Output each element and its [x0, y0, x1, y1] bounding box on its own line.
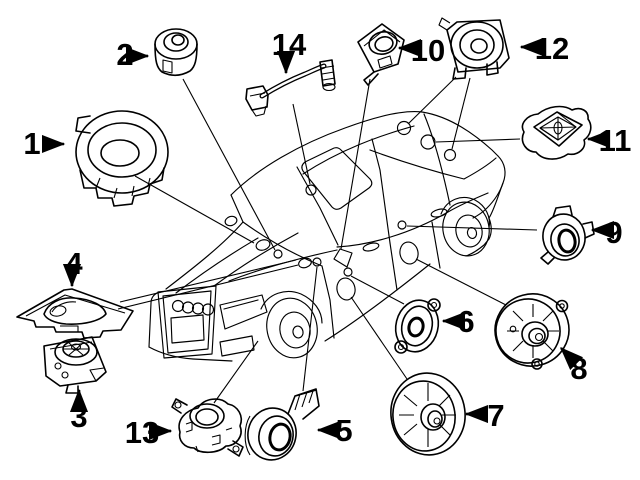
part-9-rear-door-tweeter: [540, 205, 595, 265]
leader-line-13: [213, 340, 259, 404]
front-door-woofer-hole: [336, 277, 356, 301]
callout-1: 1: [23, 126, 66, 161]
part-2-small-tweeter: [154, 28, 198, 77]
dash-speaker-hole-left: [224, 215, 238, 227]
leader-line-4a: [119, 259, 297, 303]
part-4-dash-grille-panel: [16, 288, 134, 339]
callout-7: 7: [464, 398, 505, 433]
front-door-handle: [362, 242, 380, 252]
leader-line-5: [302, 266, 318, 392]
front-wheel: [266, 297, 318, 359]
part-12-rear-deck-speaker: [438, 17, 510, 80]
front-door-tweeter-hole: [343, 267, 353, 277]
dash-speaker-hole-right: [298, 257, 312, 269]
deck-speaker-hole-center: [420, 134, 436, 150]
roof-speaker-hole: [305, 184, 317, 196]
callout-5: 5: [316, 413, 353, 448]
callout-2-label: 2: [116, 37, 133, 72]
part-1-dash-center-speaker: [75, 110, 169, 207]
part-5-speaker-with-mount-arm: [244, 388, 320, 461]
callout-11-label: 11: [599, 123, 632, 158]
callout-11: 11: [586, 123, 632, 158]
leader-line-4b: [117, 264, 299, 310]
callout-13-label: 13: [125, 415, 159, 450]
callout-12: 12: [519, 31, 569, 66]
leader-line-9: [406, 225, 538, 231]
part-6-midrange-plate: [394, 298, 441, 354]
leader-line-14: [292, 103, 311, 185]
part-7-spokes: [399, 383, 456, 447]
part-8-spokes: [507, 304, 559, 358]
rear-door-tweeter-hole: [397, 220, 407, 230]
callout-5-label: 5: [335, 413, 352, 448]
callouts: 1 2 3 4 5 6 7 8: [23, 27, 631, 450]
leader-lines: [117, 76, 538, 404]
leader-line-12a: [407, 76, 457, 125]
leader-line-2: [182, 78, 276, 251]
headlight: [219, 294, 268, 330]
callout-7-label: 7: [487, 398, 504, 433]
leader-line-7: [350, 296, 408, 380]
pillar-base-speaker-hole: [312, 257, 322, 267]
part-11-rear-deck-flat-speaker: [521, 105, 592, 160]
part-3-bracket-speaker: [43, 336, 107, 394]
callout-14: 14: [272, 27, 307, 75]
callout-2: 2: [116, 37, 150, 72]
dash-speaker-hole-small: [273, 249, 283, 259]
part-8-rear-door-woofer: [494, 293, 570, 370]
car-illustration: [148, 111, 506, 362]
callout-6-label: 6: [457, 304, 474, 339]
callout-3-label: 3: [70, 399, 87, 434]
callout-8-arrow: [560, 347, 584, 371]
leader-line-8: [415, 258, 507, 306]
leader-line-6: [350, 275, 405, 305]
callout-4-label: 4: [65, 246, 83, 281]
callout-9: 9: [590, 215, 623, 250]
part-10-pillar-tweeter-pod: [357, 23, 405, 86]
part-7-front-door-woofer: [390, 372, 466, 456]
leader-line-11: [435, 138, 521, 143]
rear-wheel: [442, 201, 490, 257]
callout-4: 4: [62, 246, 83, 288]
leader-line-12b: [451, 77, 471, 150]
callout-13: 13: [125, 415, 173, 450]
callout-10: 10: [397, 33, 445, 68]
dash-speaker-hole-mid: [255, 239, 271, 251]
callout-8: 8: [560, 347, 588, 386]
callout-12-label: 12: [535, 31, 569, 66]
callout-8-label: 8: [570, 351, 587, 386]
audi-rings-logo: [171, 299, 215, 316]
rear-door-handle: [430, 208, 448, 218]
callout-10-label: 10: [411, 33, 445, 68]
callout-6: 6: [441, 304, 475, 339]
leader-line-1: [134, 175, 255, 244]
callout-9-label: 9: [605, 215, 622, 250]
callout-14-label: 14: [272, 27, 307, 62]
rear-door-woofer-hole: [399, 241, 419, 265]
callout-3: 3: [69, 388, 89, 434]
license-plate: [170, 314, 205, 344]
part-14-wiring-harness: [245, 59, 336, 117]
deck-speaker-hole-right: [443, 148, 457, 162]
leader-line-10: [340, 78, 371, 250]
deck-speaker-hole-left: [396, 120, 412, 136]
callout-1-label: 1: [23, 126, 40, 161]
part-13-bass-speaker-housing: [171, 398, 244, 457]
